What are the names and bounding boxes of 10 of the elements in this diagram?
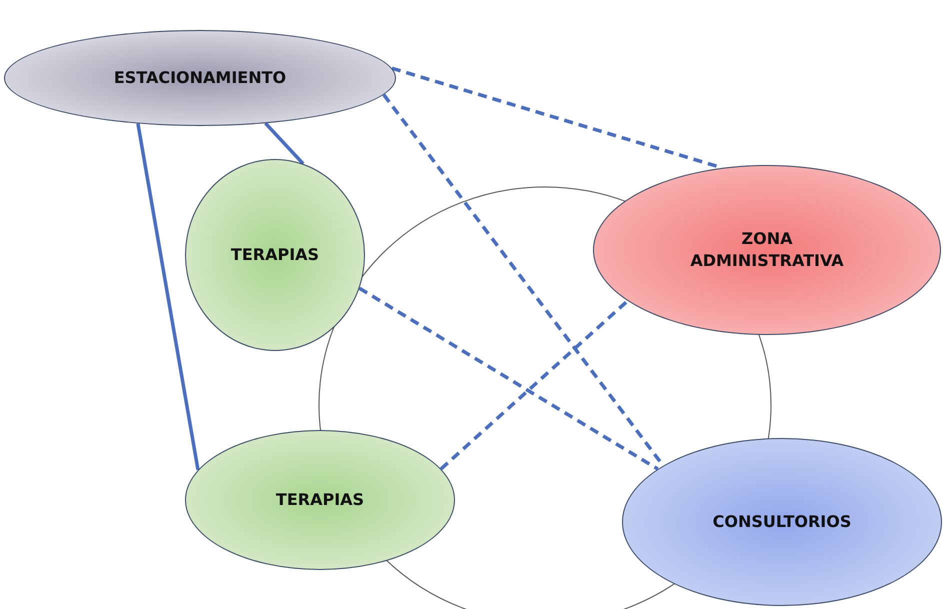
node-label: CONSULTORIOS: [712, 511, 852, 533]
node-label: TERAPIAS: [274, 489, 366, 511]
node-label: ZONA ADMINISTRATIVA: [689, 228, 845, 272]
connector-line: [136, 123, 200, 470]
node-label: ESTACIONAMIENTO: [112, 67, 288, 89]
dashed-connector: [358, 286, 659, 471]
connector-line: [264, 122, 304, 166]
dashed-connector: [440, 300, 629, 470]
node-label: TERAPIAS: [230, 244, 320, 266]
dashed-connector: [391, 66, 723, 170]
